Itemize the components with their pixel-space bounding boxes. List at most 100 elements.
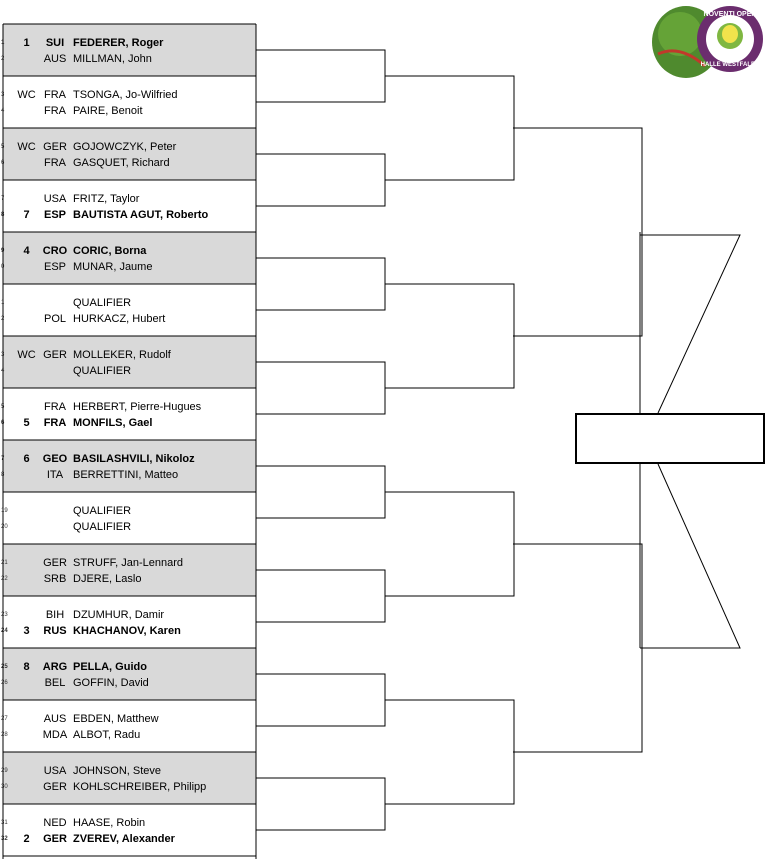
nation-code: ARG [42,661,68,673]
player-line: 26 BEL GOFFIN, David [1,675,256,691]
draw-position: 20 [1,524,8,530]
player-name: GOFFIN, David [73,677,149,689]
draw-position: 25 [1,664,8,670]
player-name: BASILASHVILI, Nikoloz [73,453,195,465]
player-name: BERRETTINI, Matteo [73,469,179,481]
player-name: MONFILS, Gael [73,417,153,429]
final-connector [640,463,741,649]
seed-label: 4 [23,245,30,257]
nation-code: GER [43,349,67,361]
seed-label: WC [17,141,36,153]
bracket-connector [256,361,386,415]
bracket-connector [385,491,515,597]
player-name: JOHNSON, Steve [73,765,162,777]
nation-code: GER [43,781,67,793]
player-name: STRUFF, Jan-Lennard [73,557,184,569]
nation-code: GEO [42,453,68,465]
nation-code: SRB [43,573,67,585]
winner-box [575,413,765,464]
player-name: HERBERT, Pierre-Hugues [73,401,202,413]
seed-label: 3 [23,625,30,637]
player-name: KOHLSCHREIBER, Philipp [73,781,207,793]
player-line: 25 8 ARG PELLA, Guido [1,659,256,675]
draw-position: 19 [1,508,8,514]
nation-code: SUI [45,37,65,49]
seed-label: 2 [23,833,30,845]
bracket-connector [385,283,515,389]
draw-position: 22 [1,576,8,582]
seed-label: 8 [23,661,30,673]
player-name: DJERE, Laslo [73,573,142,585]
player-name: FEDERER, Roger [73,37,164,49]
nation-code: USA [43,193,67,205]
draw-position: 31 [1,820,8,826]
nation-code: AUS [43,53,67,65]
player-name: BAUTISTA AGUT, Roberto [73,209,209,221]
nation-code: ITA [46,469,64,481]
nation-code: FRA [44,401,66,413]
bracket-connector [256,673,386,727]
seed-label: WC [17,349,36,361]
player-name: FRITZ, Taylor [73,193,140,205]
player-name: QUALIFIER [73,365,132,377]
match-cell: 25 8 ARG PELLA, Guido 26 BEL GOFFIN, David [1,648,256,700]
draw-position: 32 [1,836,8,842]
tournament-logo: NOVENTI OPEN HALLE WESTFALEN [650,4,766,80]
player-name: KHACHANOV, Karen [73,625,181,637]
seed-label: 1 [23,37,30,49]
nation-code: NED [43,817,67,829]
bracket-connector [385,699,515,805]
final-connector [640,234,741,414]
nation-code: BIH [45,609,65,621]
player-name: QUALIFIER [73,297,132,309]
player-name: TSONGA, Jo-Wilfried [73,89,178,101]
nation-code: GER [43,833,67,845]
nation-code: AUS [43,713,67,725]
draw-position: 26 [1,680,8,686]
player-name: PELLA, Guido [73,661,147,673]
player-name: CORIC, Borna [73,245,147,257]
nation-code: GER [43,557,67,569]
logo-arc-text: NOVENTI OPEN [704,11,757,18]
bracket-connector [385,75,515,181]
nation-code: FRA [44,157,66,169]
nation-code: POL [43,313,66,325]
draw-position: 28 [1,732,8,738]
nation-code: ESP [43,261,66,273]
nation-code: GER [43,141,67,153]
logo-lower-text: HALLE WESTFALEN [701,62,760,68]
nation-code: CRO [42,245,68,257]
bracket-connector [256,257,386,311]
seed-label: WC [17,89,36,101]
bracket-connector [256,777,386,831]
player-name: GASQUET, Richard [73,157,170,169]
draw-position: 29 [1,768,8,774]
bracket-connector [256,49,386,103]
nation-code: USA [43,765,67,777]
nation-code: BEL [44,677,66,689]
player-name: DZUMHUR, Damir [73,609,165,621]
player-name: QUALIFIER [73,505,132,517]
nation-code: RUS [43,625,67,637]
